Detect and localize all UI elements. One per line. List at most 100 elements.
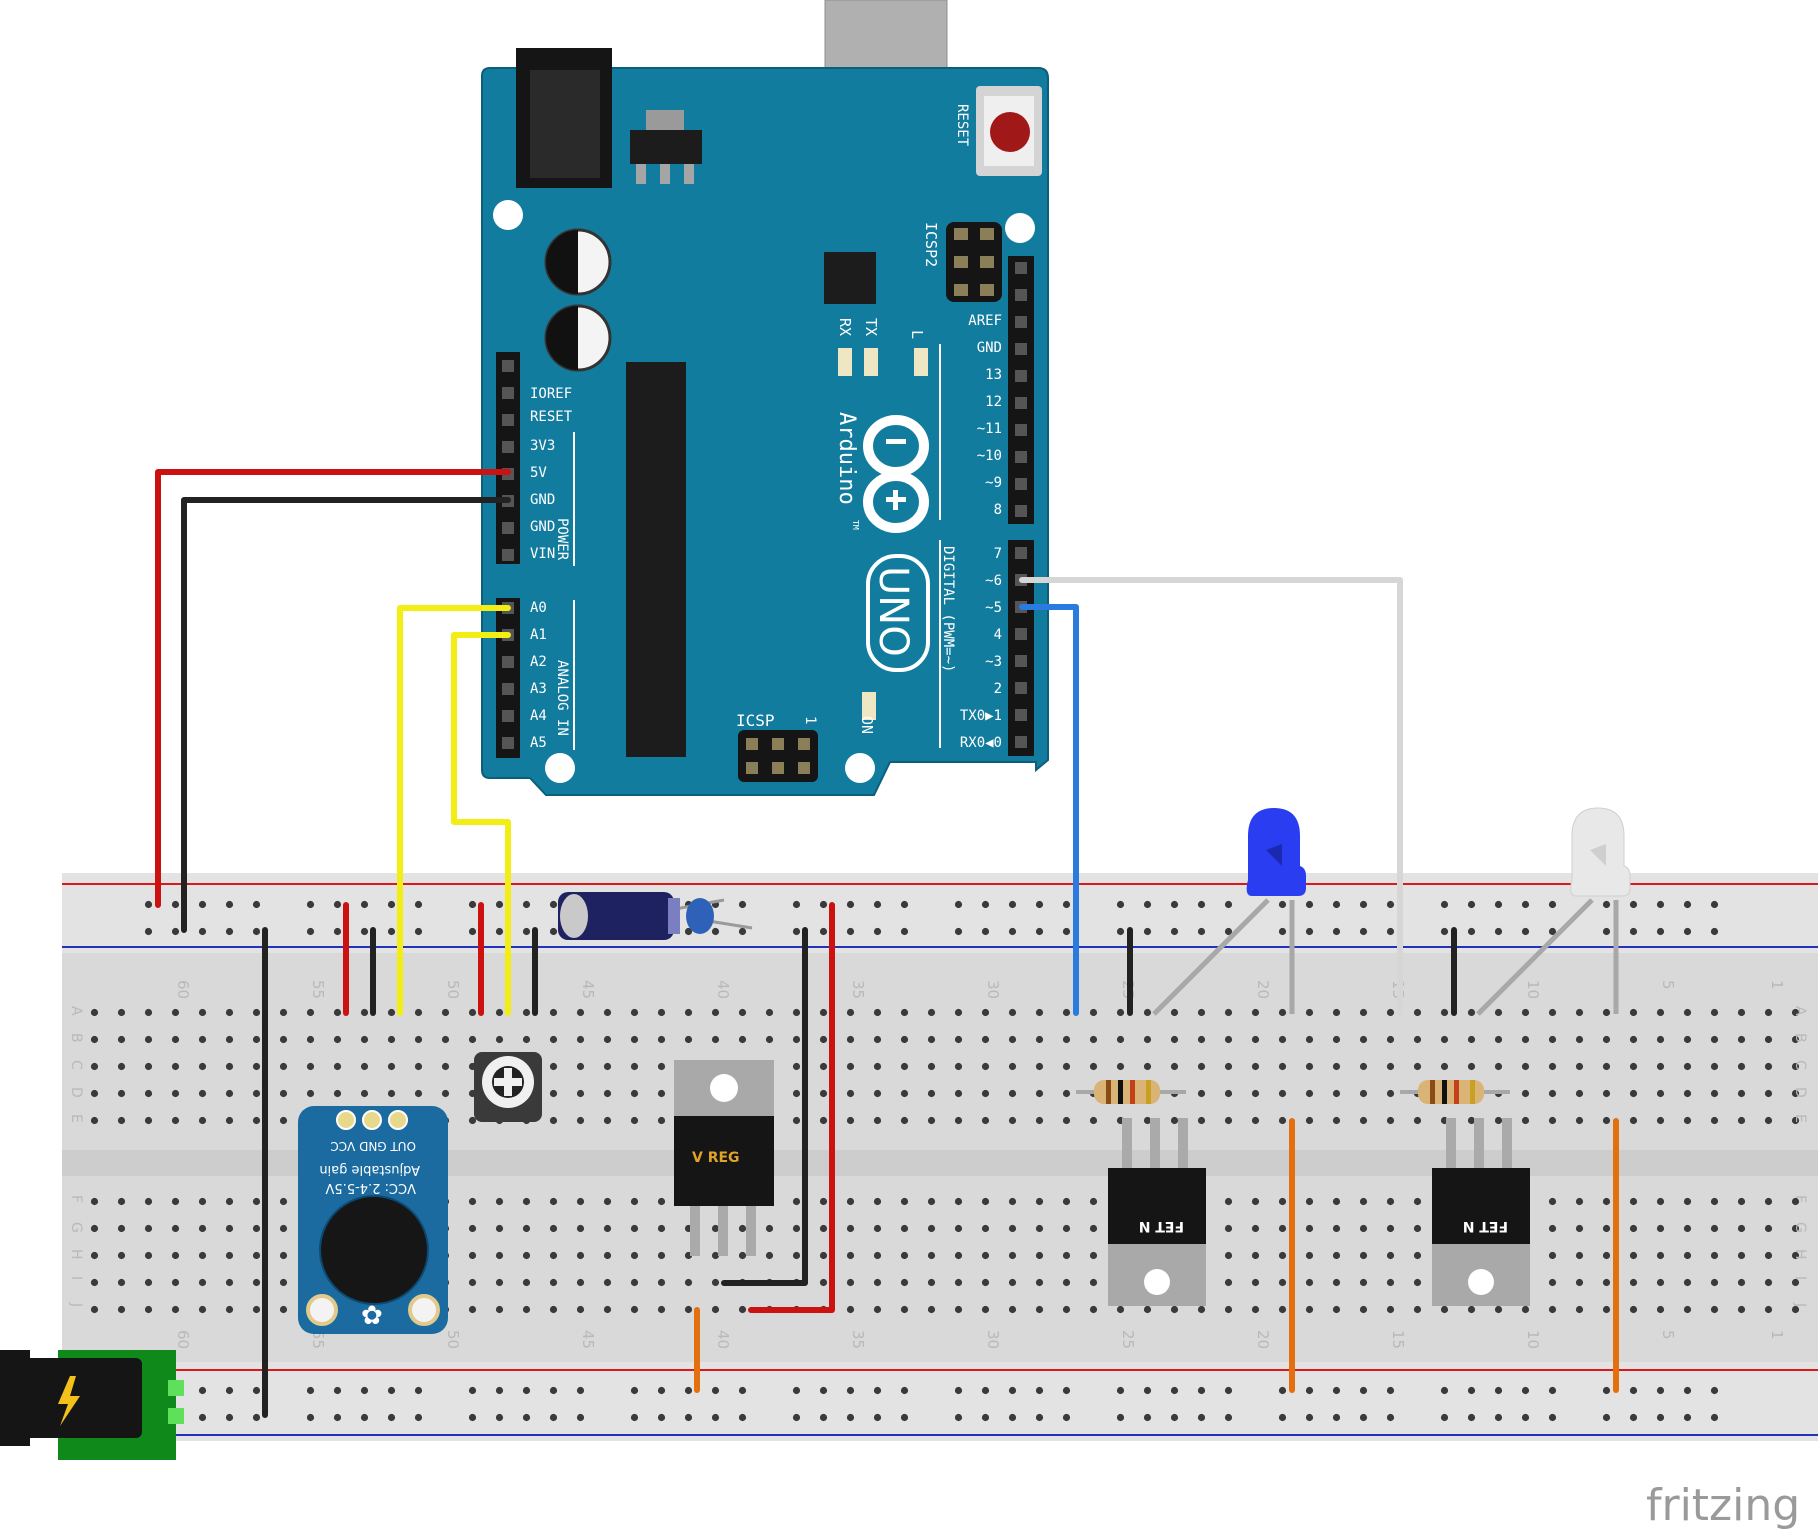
col-num: 20 [1254, 1330, 1272, 1349]
svg-text:A: A [1792, 1006, 1808, 1016]
status-leds: RX TX L ON [836, 318, 928, 734]
atmega-chip [626, 362, 686, 757]
svg-text:1: 1 [802, 716, 818, 724]
power-pin-labels: IOREF RESET 3V3 5V GND GND VIN A0 A1 A2 … [530, 386, 575, 751]
svg-text:RX: RX [836, 318, 854, 336]
svg-text:A: A [68, 1006, 84, 1016]
svg-text:TX0▶1: TX0▶1 [960, 708, 1002, 724]
row-letters-right: A B C D E F G H I J [1792, 1006, 1808, 1307]
col-num: 25 [1119, 1330, 1137, 1349]
svg-text:2: 2 [994, 681, 1002, 697]
digital-header-label: DIGITAL (PWM=~) [940, 546, 956, 672]
svg-text:~9: ~9 [985, 475, 1002, 491]
svg-text:12: 12 [985, 394, 1002, 410]
vreg-label: V REG [692, 1150, 740, 1166]
svg-text:VIN: VIN [530, 546, 555, 562]
mic-pins-label: OUT GND VCC [330, 1139, 416, 1153]
svg-text:J: J [68, 1302, 84, 1307]
adafruit-star-icon: ✿ [361, 1301, 383, 1331]
svg-text:7: 7 [994, 546, 1002, 562]
voltage-regulator: V REG [674, 1060, 774, 1256]
svg-text:G: G [1792, 1222, 1808, 1233]
svg-text:GND: GND [530, 519, 555, 535]
wire-gnd-black [181, 497, 511, 933]
digital-header [1008, 256, 1034, 756]
svg-text:B: B [68, 1033, 84, 1043]
potentiometer [474, 1052, 542, 1122]
svg-text:ANALOG IN: ANALOG IN [554, 660, 570, 736]
svg-text:F: F [1792, 1195, 1808, 1203]
col-num: 45 [579, 980, 597, 999]
svg-text:H: H [68, 1249, 84, 1260]
mic-gain-label: Adjustable gain [319, 1162, 420, 1177]
arduino-logo: Arduino TM [834, 412, 929, 533]
col-num: 20 [1254, 980, 1272, 999]
col-num: 10 [1524, 1330, 1542, 1349]
dc-barrel-jack [0, 1350, 184, 1460]
svg-text:D: D [1792, 1087, 1808, 1098]
col-num: 50 [444, 1330, 462, 1349]
col-num: 60 [174, 1330, 192, 1349]
uno-badge: UNO [866, 554, 930, 672]
svg-text:I: I [68, 1276, 84, 1280]
svg-text:13: 13 [985, 367, 1002, 383]
svg-text:3V3: 3V3 [530, 438, 555, 454]
column-numbers-bottom: 60 55 50 45 40 35 30 25 20 15 10 5 1 [174, 1330, 1786, 1349]
row-letters-left: A B C D E F G H I J [68, 1006, 84, 1307]
svg-text:E: E [68, 1114, 84, 1123]
svg-text:UNO: UNO [870, 566, 916, 657]
svg-text:5V: 5V [530, 465, 547, 481]
mic-amplifier-module: OUT GND VCC Adjustable gain VCC: 2.4-5.5… [298, 1106, 448, 1334]
wire-a1-yellow [451, 632, 511, 1016]
digital-pin-labels: AREF GND 13 12 ~11 ~10 ~9 8 7 ~6 ~5 4 ~3… [960, 313, 1002, 751]
arduino-wordmark: Arduino [834, 412, 859, 505]
col-num: 40 [714, 1330, 732, 1349]
svg-text:G: G [68, 1222, 84, 1233]
mosfet-2: FET N [1432, 1118, 1530, 1306]
resistor-2 [1400, 1080, 1510, 1104]
fritzing-watermark: fritzing [1646, 1480, 1800, 1530]
wires [155, 469, 1619, 1418]
column-numbers-top: 60 55 50 45 40 35 30 25 20 15 10 5 1 [174, 980, 1786, 999]
svg-text:4: 4 [994, 627, 1002, 643]
svg-text:TX: TX [862, 318, 880, 336]
col-num: 35 [849, 980, 867, 999]
jumper-black [721, 927, 808, 1286]
svg-text:A0: A0 [530, 600, 547, 616]
svg-text:I: I [1792, 1276, 1808, 1280]
fet-label: FET N [1139, 1218, 1184, 1234]
svg-text:~5: ~5 [985, 600, 1002, 616]
icsp-header: ICSP 1 [736, 711, 818, 782]
col-num: 5 [1659, 980, 1677, 990]
white-led [1476, 807, 1631, 1016]
reset-button: RESET [954, 86, 1042, 176]
svg-text:~3: ~3 [985, 654, 1002, 670]
svg-text:D: D [68, 1087, 84, 1098]
svg-text:ICSP: ICSP [736, 711, 775, 730]
col-num: 55 [309, 980, 327, 999]
svg-text:IOREF: IOREF [530, 386, 572, 402]
wire-d5-blue [1019, 604, 1079, 1016]
power-header [496, 352, 520, 758]
board-capacitor [544, 228, 612, 372]
svg-text:ON: ON [858, 716, 876, 734]
svg-text:A2: A2 [530, 654, 547, 670]
svg-text:L: L [908, 330, 926, 339]
wire-a0-yellow [397, 605, 511, 1016]
svg-text:A4: A4 [530, 708, 547, 724]
col-num: 1 [1768, 980, 1786, 990]
svg-text:~10: ~10 [977, 448, 1002, 464]
col-num: 30 [984, 980, 1002, 999]
col-num: 15 [1389, 1330, 1407, 1349]
svg-text:GND: GND [977, 340, 1002, 356]
fet-label: FET N [1463, 1218, 1508, 1234]
svg-text:RX0◀0: RX0◀0 [960, 735, 1002, 751]
arduino-uno-board: RESET ICSP 2 RX TX L ON [481, 0, 1049, 796]
svg-text:AREF: AREF [968, 313, 1002, 329]
svg-text:TM: TM [851, 520, 860, 530]
blue-led [1152, 808, 1306, 1016]
svg-text:~6: ~6 [985, 573, 1002, 589]
wire-5v-red [155, 469, 511, 908]
svg-text:C: C [1792, 1060, 1808, 1070]
svg-text:POWER: POWER [554, 518, 570, 561]
